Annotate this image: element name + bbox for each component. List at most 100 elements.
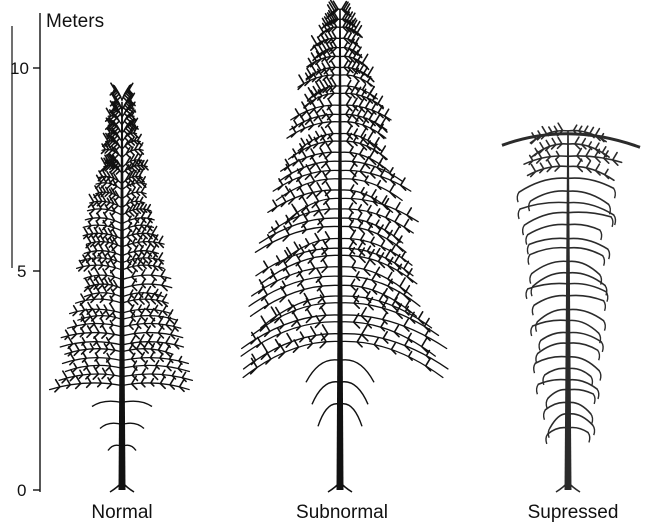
needle-tuft <box>172 371 175 379</box>
needle-tuft <box>385 223 390 235</box>
needle-tuft <box>361 188 365 197</box>
twig <box>527 244 529 254</box>
twig <box>604 321 606 331</box>
twig <box>600 230 602 240</box>
needle-tuft <box>582 139 586 149</box>
needle-tuft <box>152 366 157 379</box>
twig <box>604 301 606 311</box>
twig <box>593 394 595 404</box>
needle-tuft <box>285 186 289 195</box>
needle-tuft <box>151 379 154 386</box>
twig <box>593 425 595 435</box>
needle-tuft <box>531 165 536 177</box>
needle-tuft <box>140 335 145 347</box>
needle-tuft <box>302 197 308 212</box>
needle-tuft <box>102 368 106 378</box>
twig <box>530 274 532 284</box>
twig <box>601 342 603 352</box>
scale-tick-label-0: 0 <box>17 481 26 500</box>
needle-tuft <box>557 138 561 149</box>
branch <box>568 295 604 300</box>
normal-tree-label: Normal <box>91 502 152 523</box>
needle-tuft <box>404 319 409 331</box>
needle-tuft <box>147 305 150 313</box>
needle-tuft <box>351 279 355 289</box>
needle-tuft <box>362 326 368 341</box>
branch <box>568 248 603 256</box>
twig <box>597 389 599 399</box>
needle-tuft <box>93 367 98 379</box>
needle-tuft <box>605 169 609 178</box>
needle-tuft <box>93 195 98 207</box>
needle-tuft <box>586 150 590 161</box>
needle-tuft <box>91 295 94 303</box>
needle-tuft <box>155 289 158 297</box>
needle-tuft <box>301 123 305 132</box>
needle-tuft <box>351 191 356 203</box>
needle-tuft <box>351 185 355 194</box>
needle-tuft <box>362 278 368 293</box>
needle-tuft <box>356 272 359 280</box>
branch <box>538 343 568 354</box>
needle-tuft <box>272 200 277 211</box>
subnormal-tree-label: Subnormal <box>296 502 388 523</box>
needle-tuft <box>89 213 92 221</box>
needle-tuft <box>305 239 309 248</box>
needle-tuft <box>97 213 100 221</box>
needle-tuft <box>360 147 365 159</box>
needle-tuft <box>297 321 301 330</box>
needle-tuft <box>377 209 381 218</box>
lower-branch <box>312 382 340 405</box>
twig <box>528 255 530 265</box>
twig <box>614 188 616 198</box>
needle-tuft <box>380 168 386 182</box>
needle-tuft <box>316 183 322 197</box>
needle-tuft <box>160 353 163 361</box>
twig <box>608 249 610 259</box>
needle-tuft <box>325 202 330 214</box>
height-scale: Meters 10 5 0 <box>10 11 104 500</box>
needle-tuft <box>271 272 277 287</box>
needle-tuft <box>300 284 304 294</box>
needle-tuft <box>358 205 361 213</box>
branch <box>340 218 403 243</box>
needle-tuft <box>376 267 380 277</box>
needle-tuft <box>360 163 366 177</box>
branch <box>249 276 340 306</box>
needle-tuft <box>166 346 170 357</box>
needle-tuft <box>95 360 99 370</box>
needle-tuft <box>74 363 77 371</box>
needle-tuft <box>288 300 293 311</box>
branch <box>261 296 340 328</box>
needle-tuft <box>310 327 316 341</box>
needle-tuft <box>303 225 307 234</box>
branch <box>524 212 568 225</box>
needle-tuft <box>313 73 316 81</box>
branch <box>568 320 599 333</box>
branch <box>568 389 593 394</box>
needle-tuft <box>370 167 375 178</box>
twig <box>543 375 545 385</box>
branch <box>568 284 606 292</box>
needle-tuft <box>596 164 600 175</box>
needle-tuft <box>367 141 371 150</box>
needle-tuft <box>367 77 371 86</box>
lower-branch <box>340 382 368 405</box>
needle-tuft <box>157 337 160 345</box>
twig <box>531 326 533 336</box>
needle-tuft <box>280 287 286 302</box>
needle-tuft <box>540 163 544 172</box>
needle-tuft <box>402 253 406 262</box>
normal-tree-illustration <box>50 83 193 492</box>
needle-tuft <box>148 261 151 268</box>
lower-branch <box>306 360 340 383</box>
needle-tuft <box>575 137 580 149</box>
subnormal-tree-illustration <box>241 0 448 492</box>
needle-tuft <box>263 261 268 273</box>
needle-tuft <box>327 52 330 60</box>
needle-tuft <box>155 305 158 313</box>
lower-branch <box>318 404 340 427</box>
branch <box>568 343 598 350</box>
twig <box>534 363 536 373</box>
needle-tuft <box>289 175 292 183</box>
